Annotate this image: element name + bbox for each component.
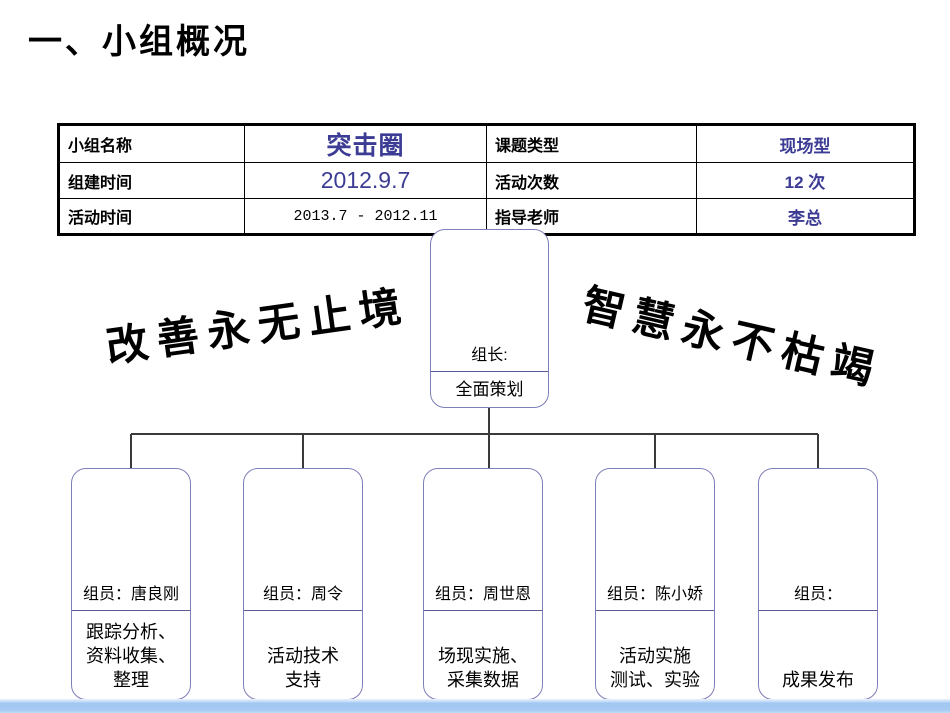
value-activity-count: 12 次 bbox=[696, 162, 915, 199]
member-name: 组员：陈小娇 bbox=[606, 586, 703, 603]
value-formation-date: 2012.9.7 bbox=[244, 162, 487, 199]
value-activity-period: 2013.7 - 2012.11 bbox=[244, 198, 487, 235]
org-node-leader: 组长: 全面策划 bbox=[430, 229, 549, 408]
member-name: 组员：周令 bbox=[262, 586, 343, 603]
leader-title-section: 组长: bbox=[431, 230, 548, 372]
member-duty: 成果发布 bbox=[782, 670, 854, 690]
group-info-table: 小组名称 突击圈 课题类型 现场型 组建时间 2012.9.7 活动次数 12 … bbox=[57, 123, 916, 236]
member-title-section: 组员： bbox=[759, 469, 877, 611]
member-title-section: 组员：陈小娇 bbox=[596, 469, 714, 611]
member-title-section: 组员：周世恩 bbox=[424, 469, 542, 611]
member-duty: 活动技术 支持 bbox=[267, 646, 339, 690]
leader-duty: 全面策划 bbox=[455, 379, 524, 399]
member-duty: 活动实施 测试、实验 bbox=[610, 646, 700, 690]
label-topic-type: 课题类型 bbox=[486, 124, 697, 163]
org-node-member-1: 组员：唐良刚 跟踪分析、 资料收集、 整理 bbox=[71, 468, 191, 700]
member-title-section: 组员：唐良刚 bbox=[72, 469, 190, 611]
org-node-member-4: 组员：陈小娇 活动实施 测试、实验 bbox=[595, 468, 715, 700]
member-name: 组员：周世恩 bbox=[434, 586, 531, 603]
label-activity-period: 活动时间 bbox=[58, 198, 245, 235]
member-name: 组员：唐良刚 bbox=[82, 586, 179, 603]
bottom-bar bbox=[0, 699, 950, 713]
page-title: 一、小组概况 bbox=[28, 23, 250, 61]
org-node-member-3: 组员：周世恩 场现实施、 采集数据 bbox=[423, 468, 543, 700]
member-title-section: 组员：周令 bbox=[244, 469, 362, 611]
member-name: 组员： bbox=[793, 586, 842, 603]
label-activity-count: 活动次数 bbox=[486, 162, 697, 199]
label-advisor: 指导老师 bbox=[486, 198, 697, 235]
value-advisor: 李总 bbox=[696, 198, 915, 235]
leader-role: 组长: bbox=[471, 347, 508, 364]
table-row: 活动时间 2013.7 - 2012.11 指导老师 李总 bbox=[58, 198, 915, 235]
org-node-member-2: 组员：周令 活动技术 支持 bbox=[243, 468, 363, 700]
member-duty: 跟踪分析、 资料收集、 整理 bbox=[86, 622, 176, 690]
org-node-member-5: 组员： 成果发布 bbox=[758, 468, 878, 700]
member-duty: 场现实施、 采集数据 bbox=[438, 646, 528, 690]
table-row: 组建时间 2012.9.7 活动次数 12 次 bbox=[58, 162, 915, 199]
